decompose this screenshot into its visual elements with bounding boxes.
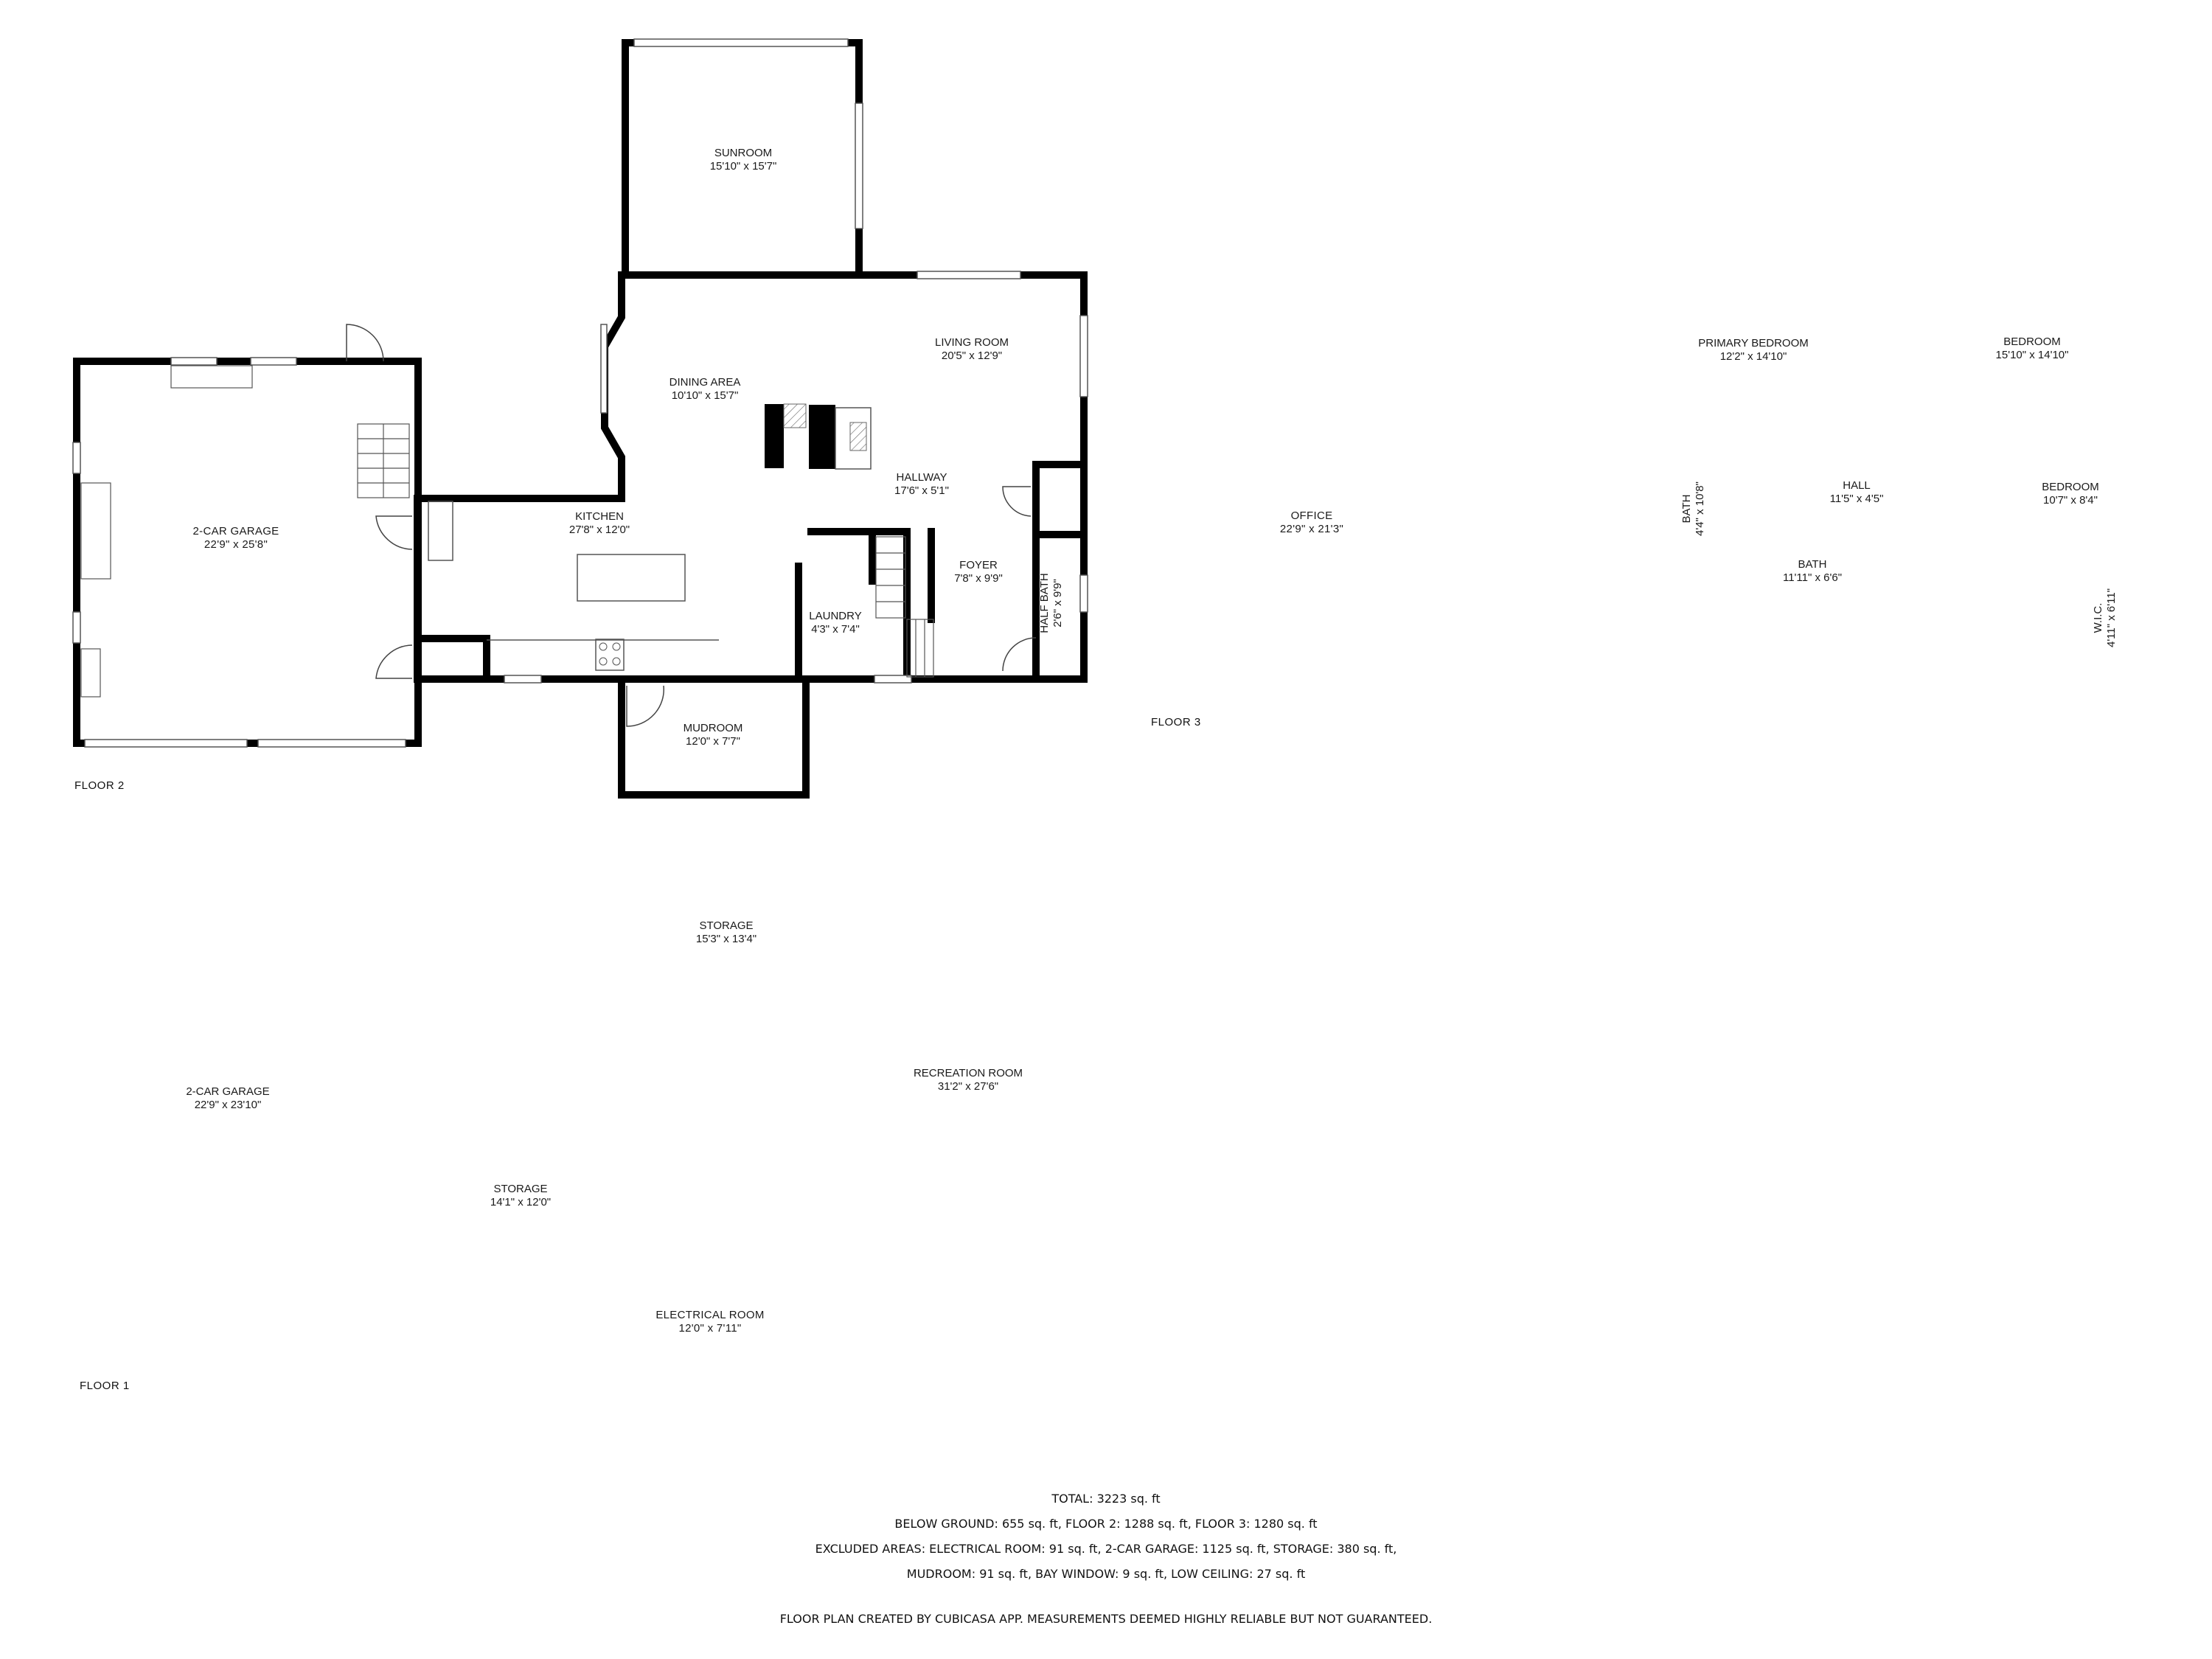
floor-2-walls (73, 39, 1088, 799)
excluded-areas-line-1: EXCLUDED AREAS: ELECTRICAL ROOM: 91 sq. … (815, 1542, 1397, 1556)
excluded-areas-line-2: MUDROOM: 91 sq. ft, BAY WINDOW: 9 sq. ft… (906, 1567, 1306, 1581)
disclaimer: FLOOR PLAN CREATED BY CUBICASA APP. MEAS… (779, 1612, 1433, 1626)
floor-3-label: FLOOR 3 (1151, 716, 1201, 728)
floor-2-fireplace (428, 403, 872, 671)
total-area: TOTAL: 3223 sq. ft (1051, 1492, 1161, 1506)
floor-2-stairs (80, 365, 934, 698)
floor-2-doors (346, 324, 1037, 727)
floor-2-label: FLOOR 2 (74, 779, 125, 792)
floor-1-label: FLOOR 1 (80, 1380, 130, 1392)
room-walk-in-closet: W.I.C.4'11" x 6'11" (2092, 588, 2118, 648)
area-breakdown: BELOW GROUND: 655 sq. ft, FLOOR 2: 1288 … (894, 1517, 1318, 1531)
floor-2-windows (72, 38, 1088, 748)
